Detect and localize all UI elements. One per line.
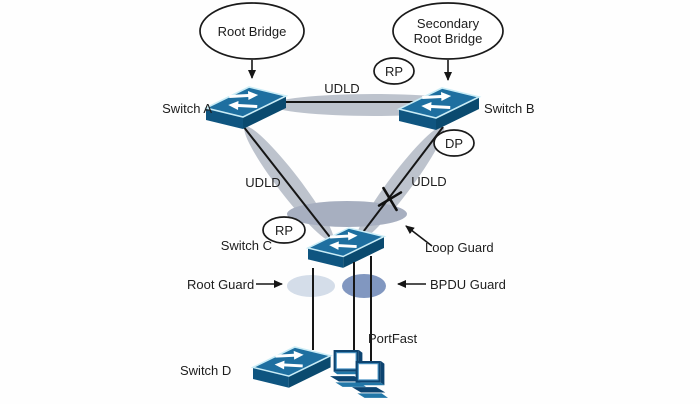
rp-label-switch-c: RP [275,223,293,238]
udld-label-top: UDLD [324,81,359,96]
root-bridge-ellipse [199,2,305,60]
root-guard-label: Root Guard [187,277,254,292]
portfast-label: PortFast [368,331,418,346]
link-line-a-c [242,125,334,242]
udld-label-right: UDLD [411,174,446,189]
pc-icon-2 [351,360,389,399]
dp-label-switch-b: DP [445,136,463,151]
rp-label-switch-b: RP [385,64,403,79]
dp-ellipse-switch-b [433,129,475,157]
switch-d-icon [253,347,331,388]
secondary-root-bridge-label-line1: Secondary [417,16,480,31]
link-line-b-c [356,126,444,241]
switch-b-icon [399,88,479,130]
rp-ellipse-switch-c [262,216,306,244]
loop-guard-label: Loop Guard [425,240,494,255]
bpdu-guard-ellipse [342,274,386,298]
switch-a-label: Switch A [162,101,212,116]
root-bridge-label: Root Bridge [218,24,287,39]
x-mark-icon [377,186,403,212]
secondary-root-bridge-label-line2: Root Bridge [414,31,483,46]
switch-b-label: Switch B [484,101,535,116]
switch-d-label: Switch D [180,363,231,378]
root-guard-ellipse [287,275,335,297]
udld-label-left: UDLD [245,175,280,190]
switch-a-icon [206,87,286,129]
secondary-root-bridge-ellipse [392,2,504,60]
rp-ellipse-switch-b [373,57,415,85]
loop-guard-arrow [405,225,433,247]
switch-c-label: Switch C [221,238,272,253]
bpdu-guard-label: BPDU Guard [430,277,506,292]
